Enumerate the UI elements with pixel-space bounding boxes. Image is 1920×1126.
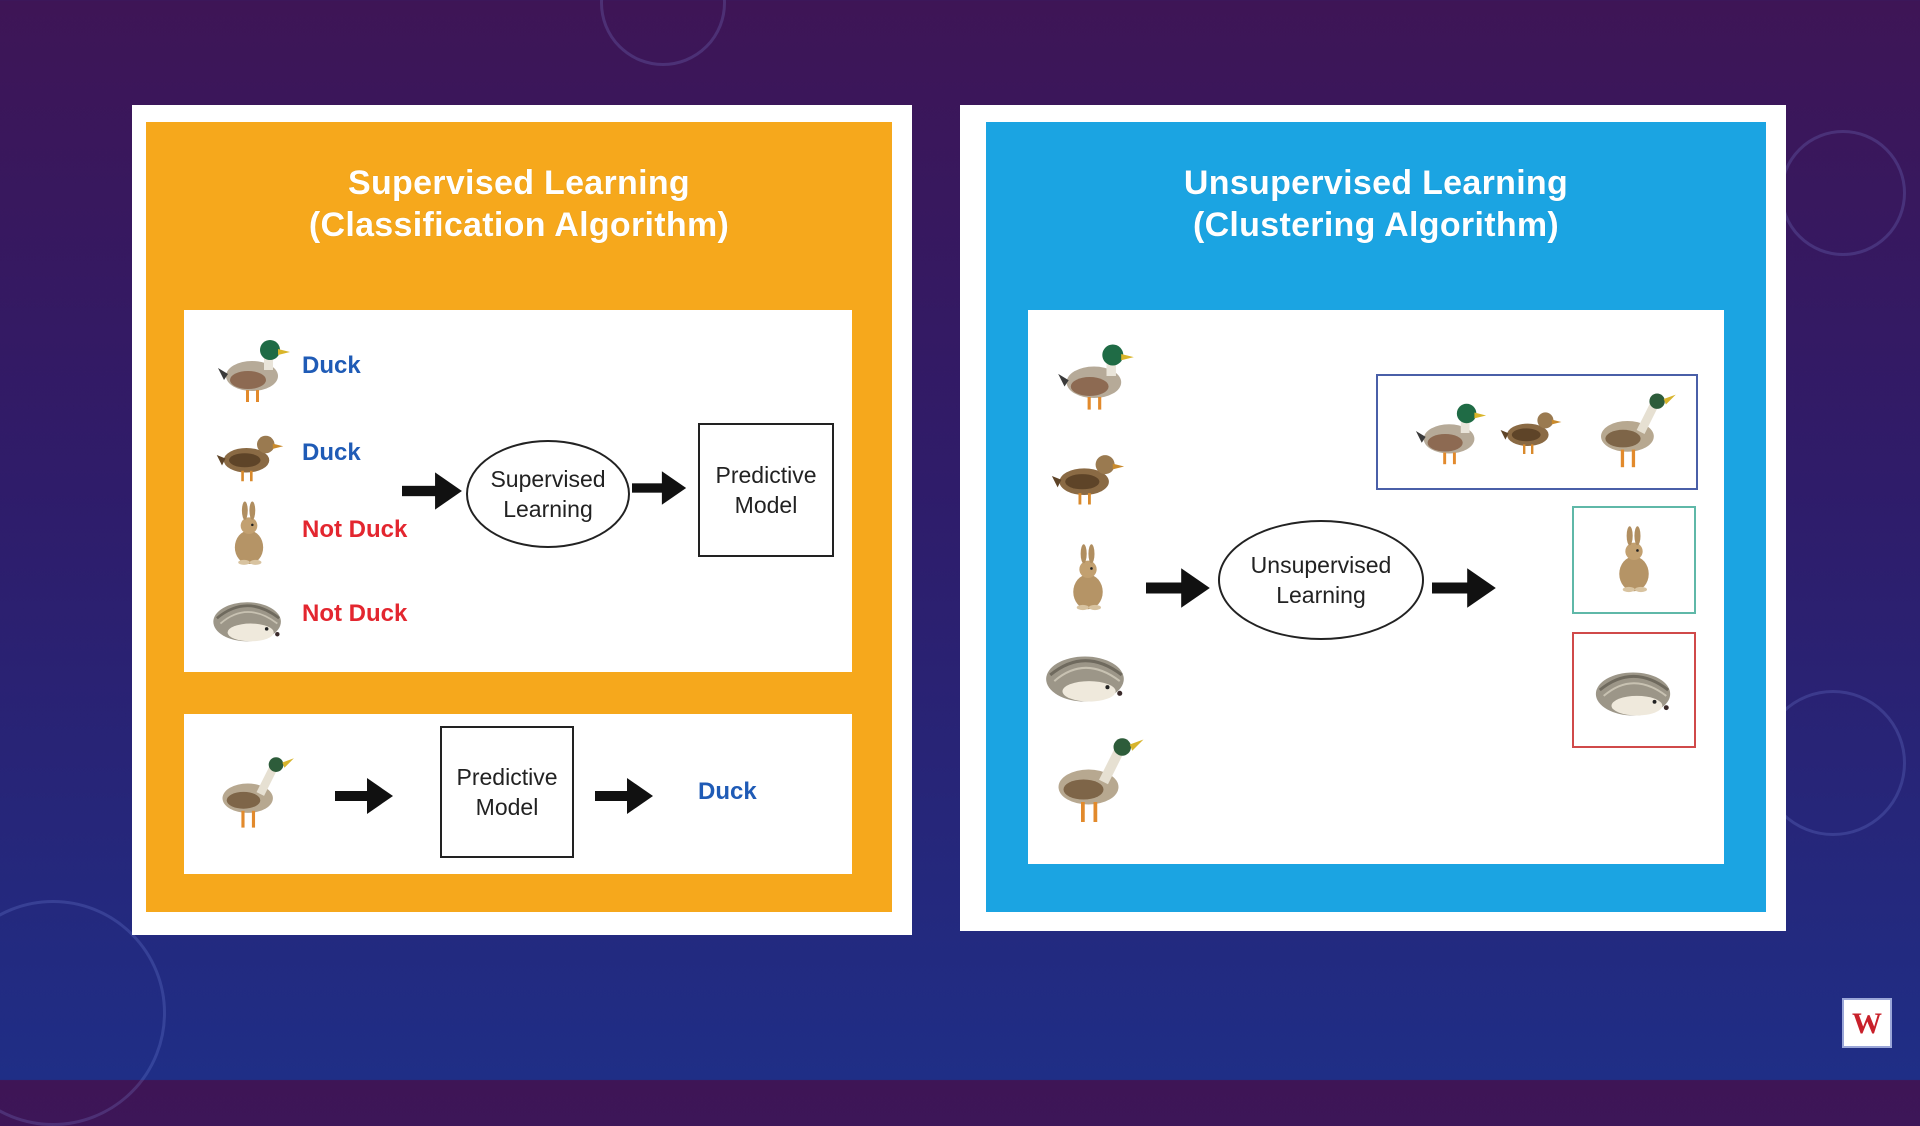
- brown-duck-icon: [1496, 398, 1566, 462]
- prediction-model-line1: Predictive: [456, 764, 558, 790]
- supervised-learning-node-line1: Supervised: [490, 466, 606, 492]
- supervised-title-line2: (Classification Algorithm): [308, 206, 730, 244]
- standing-duck-icon: [1590, 388, 1678, 476]
- background-ring: [600, 0, 726, 66]
- supervised-title-line1: Supervised Learning: [347, 164, 690, 202]
- training-label-duck: Duck: [302, 352, 361, 379]
- cluster-rabbit: [1572, 506, 1696, 614]
- prediction-box: Predictive Model Duck: [184, 714, 852, 874]
- supervised-learning-node-line2: Learning: [503, 496, 593, 522]
- hedgehog-icon: [1590, 662, 1678, 722]
- unsupervised-title-line1: Unsupervised Learning: [1183, 164, 1569, 202]
- brown-duck-icon: [212, 420, 288, 490]
- training-label-duck: Duck: [302, 439, 361, 466]
- training-box: Duck Duck Not Duck Not Duck Supervised L…: [184, 310, 852, 672]
- unsupervised-learning-node-line2: Learning: [1276, 582, 1366, 608]
- arrow-right-icon: [1432, 566, 1498, 610]
- background-ring: [1780, 130, 1906, 256]
- mallard-duck-icon: [214, 330, 294, 410]
- w-logo-icon: W: [1852, 1007, 1882, 1040]
- supervised-learning-node: Supervised Learning: [466, 440, 630, 548]
- arrow-right-icon: [402, 470, 464, 512]
- prediction-model-line2: Model: [475, 794, 539, 820]
- mallard-duck-icon: [1054, 334, 1138, 418]
- supervised-panel: Supervised Learning (Classification Algo…: [146, 122, 892, 912]
- hedgehog-icon: [208, 592, 288, 648]
- arrow-right-icon: [334, 776, 396, 816]
- predictive-model-node: Predictive Model: [698, 423, 834, 557]
- predictive-model-node-line2: Model: [734, 492, 798, 518]
- unsupervised-title-line2: (Clustering Algorithm): [1192, 206, 1560, 244]
- supervised-title: Supervised Learning (Classification Algo…: [146, 162, 892, 246]
- unsupervised-title: Unsupervised Learning (Clustering Algori…: [986, 162, 1766, 246]
- channel-logo: W: [1842, 998, 1892, 1048]
- arrow-right-icon: [594, 776, 656, 816]
- arrow-right-icon: [1146, 566, 1212, 610]
- prediction-output-label: Duck: [698, 778, 757, 805]
- rabbit-icon: [224, 494, 274, 574]
- svg-text:W: W: [1852, 1007, 1882, 1040]
- brown-duck-icon: [1044, 438, 1132, 514]
- cluster-hedgehog: [1572, 632, 1696, 748]
- predictive-model-node-line1: Predictive: [715, 462, 817, 488]
- arrow-right-icon: [632, 468, 688, 508]
- predictive-model-node: Predictive Model: [440, 726, 574, 858]
- clustering-box: Unsupervised Learning: [1028, 310, 1724, 864]
- rabbit-icon: [1062, 536, 1114, 620]
- rabbit-icon: [1608, 520, 1660, 600]
- unsupervised-learning-node: Unsupervised Learning: [1218, 520, 1424, 640]
- standing-duck-icon: [1046, 732, 1146, 832]
- training-label-not-duck: Not Duck: [302, 600, 408, 627]
- training-label-not-duck: Not Duck: [302, 516, 408, 543]
- standing-duck-icon: [212, 752, 296, 836]
- unsupervised-panel: Unsupervised Learning (Clustering Algori…: [986, 122, 1766, 912]
- mallard-duck-icon: [1412, 394, 1490, 472]
- unsupervised-learning-node-line1: Unsupervised: [1250, 552, 1392, 578]
- cluster-ducks: [1376, 374, 1698, 490]
- hedgehog-icon: [1040, 646, 1132, 708]
